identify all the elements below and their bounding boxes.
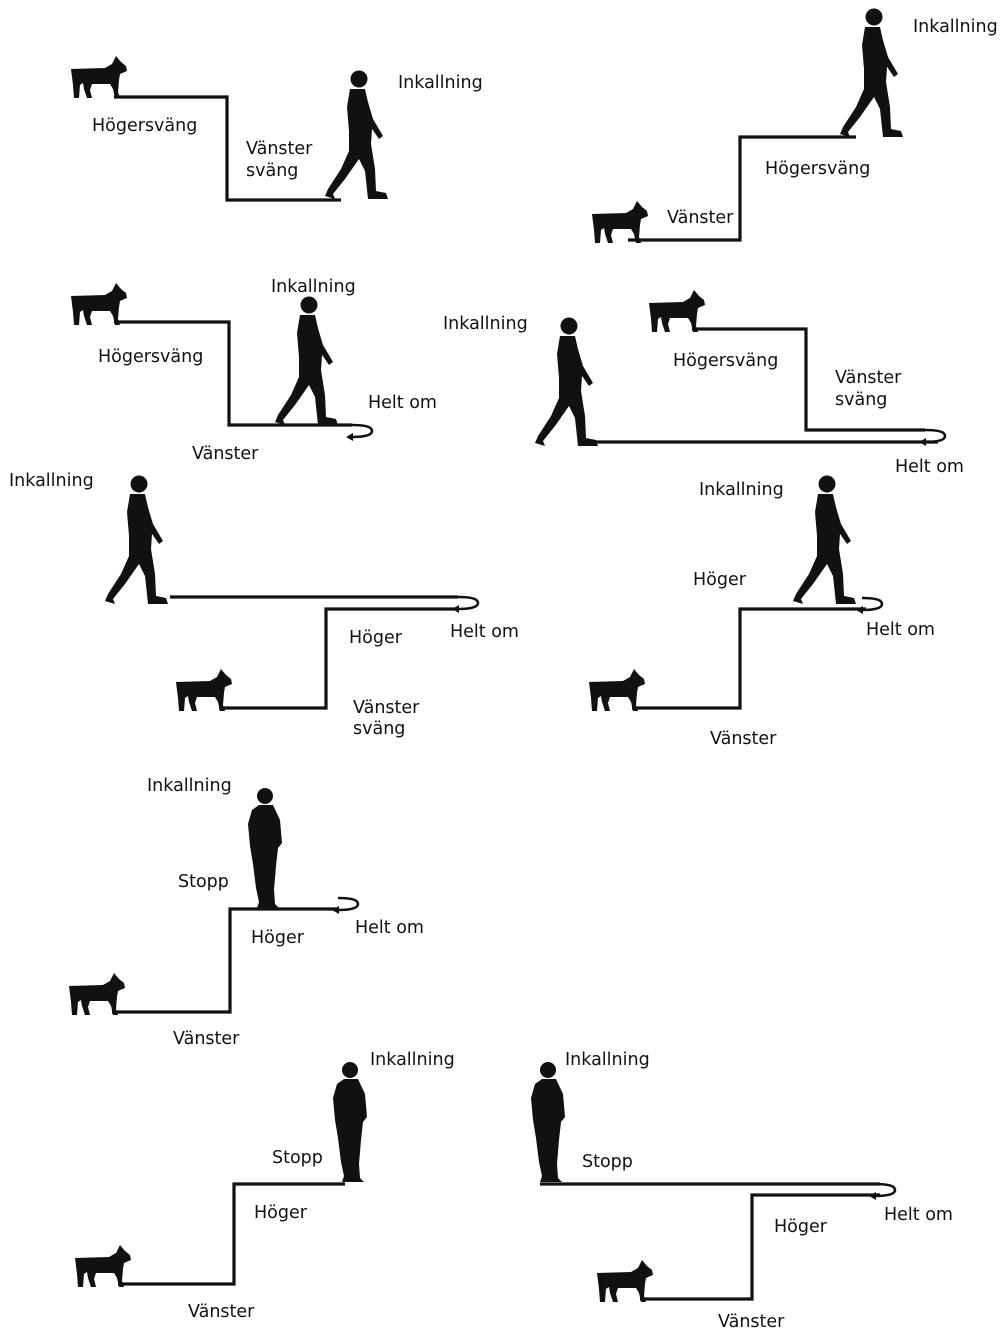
- dog-icon: [71, 56, 127, 98]
- label-inkallning: Inkallning: [370, 1050, 455, 1070]
- walking-person-icon: [793, 475, 856, 604]
- label-vanster-svang-line1: Vänster: [353, 698, 420, 718]
- dog-icon: [176, 669, 232, 711]
- route-path: [628, 135, 856, 242]
- standing-person-icon: [531, 1062, 565, 1182]
- route-path: [632, 607, 866, 710]
- label-vanster: Vänster: [188, 1302, 255, 1322]
- standing-person-icon: [248, 788, 282, 908]
- label-stopp: Stopp: [272, 1148, 323, 1168]
- route-path: [118, 1182, 345, 1286]
- u-turn-arrow-icon: [344, 423, 374, 443]
- label-inkallning: Inkallning: [913, 17, 998, 37]
- label-helt-om: Helt om: [368, 393, 437, 413]
- label-helt-om: Helt om: [866, 620, 935, 640]
- walking-person-icon: [535, 317, 598, 446]
- label-inkallning: Inkallning: [271, 277, 356, 297]
- u-turn-arrow-icon: [330, 896, 360, 916]
- label-hoger: Höger: [693, 570, 746, 590]
- label-helt-om: Helt om: [355, 918, 424, 938]
- label-stopp: Stopp: [582, 1152, 633, 1172]
- label-vanster-svang-line2: sväng: [246, 161, 299, 181]
- dog-icon: [75, 1245, 131, 1287]
- u-turn-arrow-icon: [450, 595, 480, 615]
- label-inkallning: Inkallning: [565, 1050, 650, 1070]
- dog-icon: [649, 290, 705, 332]
- route-path: [692, 327, 925, 432]
- label-helt-om: Helt om: [450, 622, 519, 642]
- label-vanster-svang-line1: Vänster: [835, 368, 902, 388]
- dog-icon: [589, 669, 645, 711]
- label-hogersvang: Högersväng: [765, 159, 871, 179]
- label-vanster: Vänster: [718, 1312, 785, 1332]
- standing-person-icon: [333, 1062, 367, 1182]
- label-hogersvang: Högersväng: [673, 351, 779, 371]
- label-vanster-svang-line2: sväng: [835, 390, 888, 410]
- label-hoger: Höger: [254, 1203, 307, 1223]
- label-hogersvang: Högersväng: [92, 116, 198, 136]
- route-path: [219, 607, 458, 710]
- label-vanster: Vänster: [667, 208, 734, 228]
- walking-person-icon: [105, 475, 168, 604]
- label-hoger: Höger: [774, 1217, 827, 1237]
- route-path: [112, 907, 338, 1014]
- label-helt-om: Helt om: [895, 457, 964, 477]
- label-vanster-svang-line1: Vänster: [246, 139, 313, 159]
- walking-person-icon: [275, 296, 338, 425]
- label-inkallning: Inkallning: [398, 73, 483, 93]
- label-vanster-svang-line2: sväng: [353, 719, 406, 739]
- label-inkallning: Inkallning: [443, 314, 528, 334]
- dog-icon: [69, 973, 125, 1015]
- route-path: [114, 320, 352, 427]
- walking-person-icon: [840, 8, 903, 137]
- label-inkallning: Inkallning: [147, 776, 232, 796]
- dog-icon: [71, 283, 127, 325]
- label-helt-om: Helt om: [884, 1205, 953, 1225]
- label-stopp: Stopp: [178, 872, 229, 892]
- label-hoger: Höger: [251, 928, 304, 948]
- label-vanster: Vänster: [173, 1029, 240, 1049]
- route-path: [640, 1193, 880, 1301]
- dog-icon: [592, 201, 648, 243]
- label-hoger: Höger: [349, 628, 402, 648]
- dog-icon: [597, 1260, 653, 1302]
- label-vanster: Vänster: [710, 729, 777, 749]
- route-path: [114, 95, 341, 202]
- label-hogersvang: Högersväng: [98, 347, 204, 367]
- label-inkallning: Inkallning: [9, 471, 94, 491]
- u-turn-arrow-icon: [867, 1182, 897, 1202]
- walking-person-icon: [325, 70, 388, 199]
- label-vanster: Vänster: [192, 444, 259, 464]
- label-inkallning: Inkallning: [699, 480, 784, 500]
- u-turn-arrow-icon: [854, 596, 884, 616]
